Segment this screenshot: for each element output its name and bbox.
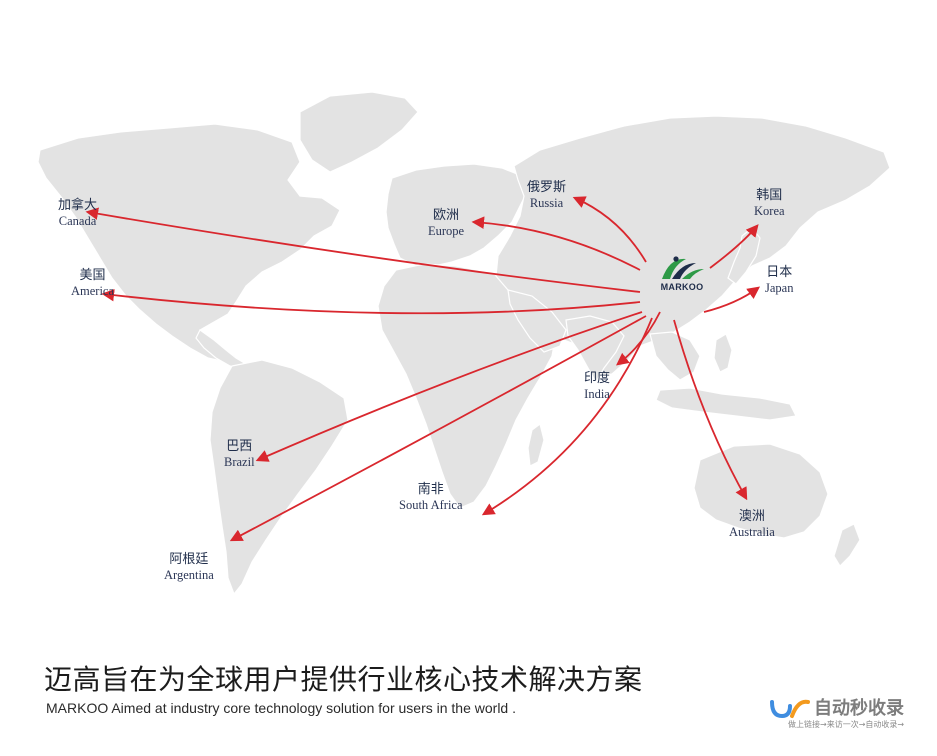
label-canada-en: Canada [58, 213, 97, 228]
route-russia [572, 196, 647, 263]
south-america-landmass [209, 359, 349, 596]
label-brazil-cn: 巴西 [226, 439, 253, 454]
label-europe-cn: 欧洲 [433, 208, 460, 223]
label-canada: 加拿大 Canada [58, 198, 98, 228]
route-canada [85, 207, 641, 293]
markoo-hub-logo: MARKOO [652, 253, 712, 295]
route-japan [703, 286, 761, 313]
label-russia: 俄罗斯 Russia [527, 180, 567, 210]
label-america-cn: 美国 [79, 268, 106, 283]
route-australia [673, 319, 748, 501]
label-korea: 韩国 Korea [754, 188, 785, 218]
label-korea-cn: 韩国 [756, 188, 783, 203]
indonesia-islands [655, 387, 797, 421]
watermark-title: 自动秒收录 [814, 698, 904, 719]
philippines-islands [713, 333, 733, 373]
label-japan: 日本 Japan [765, 265, 794, 295]
label-japan-cn: 日本 [766, 265, 793, 280]
route-brazil [255, 311, 643, 462]
southeast-asia-landmass [649, 331, 701, 381]
label-australia-cn: 澳洲 [738, 509, 765, 524]
markoo-logo-mark [662, 256, 704, 279]
route-america [101, 288, 641, 315]
route-korea [709, 224, 759, 269]
hub-logo-text: MARKOO [660, 282, 704, 292]
label-argentina-en: Argentina [164, 567, 214, 582]
route-argentina [229, 315, 647, 542]
world-map [37, 91, 891, 596]
label-south-africa-cn: 南非 [417, 482, 444, 497]
label-america: 美国 America [71, 268, 115, 298]
label-canada-cn: 加拿大 [58, 198, 98, 213]
europe-landmass [385, 163, 529, 267]
label-russia-en: Russia [529, 195, 564, 210]
watermark-subtitle: 做上链接→来访一次→自动收录→ [788, 720, 905, 729]
greenland-landmass [299, 91, 419, 173]
route-europe [471, 216, 641, 271]
label-india-en: India [584, 386, 610, 401]
new-zealand-islands [833, 523, 861, 567]
label-europe-en: Europe [428, 223, 465, 238]
label-europe: 欧洲 Europe [428, 208, 465, 238]
label-japan-en: Japan [765, 280, 794, 295]
label-russia-cn: 俄罗斯 [527, 180, 567, 195]
madagascar-landmass [527, 422, 545, 467]
watermark: 自动秒收录 做上链接→来访一次→自动收录→ [768, 694, 928, 734]
label-brazil: 巴西 Brazil [224, 439, 255, 469]
watermark-logo-icon [770, 699, 810, 719]
asia-landmass [495, 115, 891, 377]
label-korea-en: Korea [754, 203, 785, 218]
label-argentina-cn: 阿根廷 [169, 552, 209, 567]
label-south-africa-en: South Africa [399, 497, 463, 512]
north-america-landmass [37, 123, 341, 363]
label-india: 印度 India [584, 371, 611, 401]
label-south-africa: 南非 South Africa [399, 482, 463, 512]
route-south-africa [481, 317, 653, 516]
label-america-en: America [71, 283, 115, 298]
label-australia-en: Australia [729, 524, 775, 539]
headline-english: MARKOO Aimed at industry core technology… [46, 700, 516, 716]
australia-landmass [693, 443, 829, 539]
label-brazil-en: Brazil [224, 454, 255, 469]
label-australia: 澳洲 Australia [729, 509, 775, 539]
headline-chinese: 迈高旨在为全球用户提供行业核心技术解决方案 [44, 663, 643, 696]
label-argentina: 阿根廷 Argentina [164, 552, 214, 582]
label-india-cn: 印度 [584, 371, 611, 386]
